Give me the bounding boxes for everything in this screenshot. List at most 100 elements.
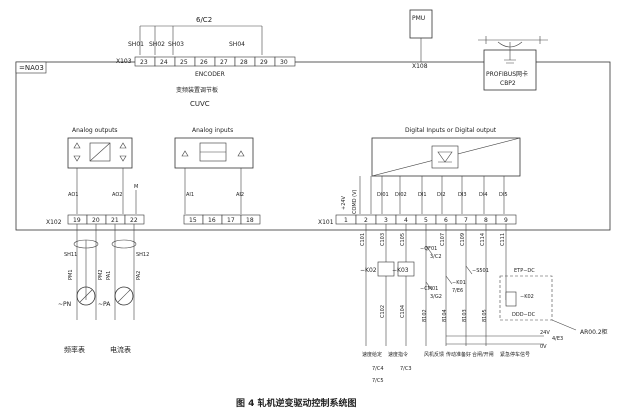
analog-input-buffer-icon — [181, 150, 245, 157]
relay-k02-label: −K02 — [360, 267, 377, 274]
module-name-cn: 变频装置调节板 — [176, 86, 218, 94]
pmu-label: PMU — [412, 15, 425, 22]
profibus-label: PROFIBUS网卡 — [486, 70, 528, 78]
x102-pin: 21 — [111, 217, 119, 224]
ref-7c4: 7/C4 — [372, 366, 384, 372]
pm1-label: PM1 — [68, 269, 74, 280]
x103-pin: 23 — [140, 59, 148, 66]
wire-c111: C111 — [500, 233, 506, 246]
x102-pin: 17 — [227, 217, 235, 224]
diode-icon — [437, 151, 453, 163]
ai1-label: AI1 — [186, 192, 194, 198]
figure-caption: 图 4 轧机逆变驱动控制系统图 — [236, 397, 357, 409]
pm2-label: PM2 — [98, 269, 104, 280]
x103-pin: 25 — [180, 59, 188, 66]
x101-pin: 5 — [424, 217, 428, 224]
ao2-label: AO2 — [112, 192, 122, 198]
x101-pin: 3 — [384, 217, 388, 224]
di-label: DI5 — [499, 192, 508, 198]
qf01-label: −QF01 — [420, 246, 437, 252]
x101-pin: 7 — [464, 217, 468, 224]
x103-pin: 28 — [240, 59, 248, 66]
function-label: 速度指令 — [388, 351, 408, 358]
analog-inputs-title: Analog inputs — [192, 127, 233, 134]
wire-c114: C114 — [480, 233, 486, 246]
m-label: M — [134, 184, 138, 190]
x103-pin: 30 — [280, 59, 288, 66]
di-label: DI1 — [418, 192, 427, 198]
wire-8103: 8103 — [462, 309, 468, 322]
x102-terminal-strip: 19 20 21 22 15 16 17 18 — [67, 214, 261, 225]
ao1-label: AO1 — [68, 192, 78, 198]
wire-c105: C105 — [400, 233, 406, 246]
s501-label: −S501 — [472, 268, 489, 274]
encoder-label: ENCODER — [195, 71, 225, 78]
analog-outputs-title: Analog outputs — [72, 127, 118, 134]
module-name: CUVC — [190, 100, 210, 108]
pa-label: ~PA — [98, 301, 111, 308]
ai2-label: AI2 — [236, 192, 244, 198]
di-label: DI01 — [377, 192, 389, 198]
x101-pin: 4 — [404, 217, 408, 224]
wire-8105: 8105 — [482, 309, 488, 322]
profibus-connector-icon — [497, 41, 523, 64]
sh11-label: SH11 — [64, 252, 77, 258]
di-label: DI3 — [458, 192, 467, 198]
wire-c107: C107 — [440, 233, 446, 246]
x101-pin: 9 — [504, 217, 508, 224]
x101-pin: 2 — [364, 217, 368, 224]
di-label: DI2 — [437, 192, 446, 198]
di-label: DI02 — [395, 192, 407, 198]
k01-ref: 7/E6 — [452, 288, 463, 294]
x102-pin: 18 — [246, 217, 254, 224]
wire-c104: C104 — [400, 305, 406, 318]
x102-pin: 16 — [208, 217, 216, 224]
x103-pin: 29 — [260, 59, 268, 66]
cbp-label: CBP2 — [500, 80, 516, 87]
function-label: 合闸/开闸 — [472, 351, 494, 358]
x103-label: X103 — [116, 58, 132, 65]
relay-k03-label: −K03 — [392, 267, 409, 274]
x108-label: X108 — [412, 63, 428, 70]
km01-ref: 3/G2 — [430, 294, 442, 300]
module-tag-box — [15, 61, 47, 74]
qf01-ref: 3/C2 — [430, 254, 442, 260]
x102-label: X102 — [46, 219, 62, 226]
shield-sh04: SH04 — [229, 41, 245, 48]
k02b-sub: DDD−DC — [512, 312, 536, 318]
di-label: DI4 — [479, 192, 488, 198]
x102-pin: 22 — [130, 217, 138, 224]
qf01-contact-icon — [425, 245, 433, 255]
x101-label: X101 — [318, 219, 334, 226]
km01-label: −CM01 — [420, 286, 438, 292]
com-label: COMD (V) — [352, 189, 358, 214]
function-label: 风机反馈 — [424, 351, 444, 358]
wire-c103: C103 — [380, 233, 386, 246]
pn-label: ~PN — [58, 301, 71, 308]
function-label: 速度给定 — [362, 351, 382, 358]
function-label: 紧急停车信号 — [500, 351, 530, 358]
k02-coil — [505, 291, 517, 307]
x102-pin: 15 — [189, 217, 197, 224]
current-meter-icon — [114, 286, 134, 306]
shield-sh03: SH03 — [168, 41, 184, 48]
x101-pin: 8 — [484, 217, 488, 224]
k02-relay-box — [499, 275, 553, 321]
ref-4e3-label: 4/E3 — [552, 336, 563, 342]
etp-label: ETP−DC — [514, 268, 535, 274]
k02b-label: −K02 — [520, 294, 534, 300]
ref-7c5: 7/C5 — [372, 378, 384, 384]
v0-label: 0V — [540, 344, 547, 350]
function-label: 传动准备好 — [446, 351, 471, 358]
shield-sh01: SH01 — [128, 41, 144, 48]
x103-pin: 26 — [200, 59, 208, 66]
k01-label: −K01 — [452, 280, 466, 286]
x103-pin: 24 — [160, 59, 168, 66]
analog-output-buffer-icon — [73, 142, 127, 162]
ar-cabinet-label: AR00.2柜 — [580, 328, 608, 336]
x102-pin: 20 — [92, 217, 100, 224]
sh12-label: SH12 — [136, 252, 149, 258]
pa2-label: PA2 — [136, 271, 142, 280]
x101-terminal-strip: 1 2 3 4 5 6 7 8 9 — [335, 214, 517, 225]
